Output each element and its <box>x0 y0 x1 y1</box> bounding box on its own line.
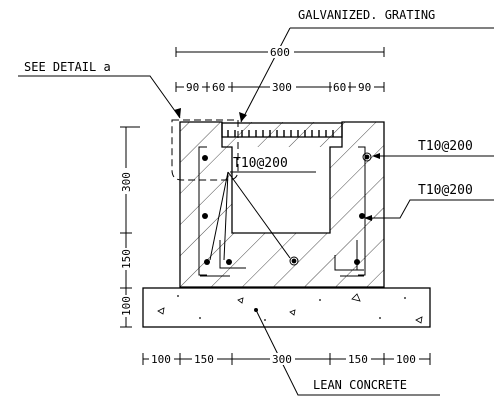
dim-bottom-2: 150 <box>194 353 214 366</box>
concrete-body <box>179 121 385 288</box>
rebar-side-arrowhead <box>364 215 372 221</box>
aggregate-dot <box>319 299 321 301</box>
dim-top-1: 90 <box>186 81 199 94</box>
aggregate-dot <box>264 319 266 321</box>
rebar-dots <box>202 152 372 266</box>
lean-concrete-slab <box>142 287 431 328</box>
reinforcement <box>198 146 366 277</box>
dim-top-5: 90 <box>358 81 371 94</box>
rebar-top-arrowhead <box>372 153 380 159</box>
aggregate-mark <box>415 316 423 324</box>
arrowheads <box>174 108 380 312</box>
rebar-dot <box>291 258 297 264</box>
dim-overall-top: 600 <box>270 46 290 59</box>
aggregate-dot <box>379 317 381 319</box>
dimension-text: 600 90 60 300 60 90 300 150 100 100 150 … <box>119 46 419 366</box>
rebar-dot <box>202 213 208 219</box>
rebar-side-right-leader <box>366 199 494 219</box>
leaders <box>18 27 494 396</box>
grating-leader-line <box>240 27 291 123</box>
labels: GALVANIZED. GRATING SEE DETAIL a T10@200… <box>24 6 473 392</box>
lean-concrete-dot <box>254 308 258 312</box>
rebar-dot-large <box>289 256 299 266</box>
aggregate-dot <box>404 297 406 299</box>
dim-left-3: 100 <box>120 296 133 316</box>
rebar-inner-label: T10@200 <box>233 156 288 171</box>
dim-top-3: 300 <box>272 81 292 94</box>
rebar-inner-right <box>334 255 364 271</box>
dim-top-2: 60 <box>212 81 225 94</box>
aggregate-dot <box>199 317 201 319</box>
see-detail-label: SEE DETAIL a <box>24 60 111 74</box>
grating <box>221 122 343 138</box>
rebar-dot <box>364 154 370 160</box>
concrete-hatch <box>180 122 384 287</box>
rebar-right <box>358 146 366 276</box>
rebar-top-right-label: T10@200 <box>418 139 473 154</box>
rebar-inner-leader-b <box>227 171 291 259</box>
see-detail-leader <box>18 75 181 119</box>
rebar-dot <box>226 259 232 265</box>
dim-left-2: 150 <box>120 249 133 269</box>
aggregate-mark <box>351 293 361 302</box>
aggregate-mark <box>237 297 244 304</box>
rebar-dot <box>202 155 208 161</box>
aggregate-mark <box>289 309 296 316</box>
dim-top-4: 60 <box>333 81 346 94</box>
lean-concrete-label: LEAN CONCRETE <box>313 378 407 392</box>
aggregate-mark <box>157 307 165 315</box>
rebar-dot <box>359 213 365 219</box>
dim-left-1: 300 <box>120 172 133 192</box>
dim-bottom-4: 150 <box>348 353 368 366</box>
rebar-inner-leader-a <box>209 171 229 261</box>
rebar-inner-leader-c <box>223 171 229 261</box>
grating-label: GALVANIZED. GRATING <box>298 8 435 22</box>
rebar-dot <box>354 259 360 265</box>
dim-bottom-1: 100 <box>151 353 171 366</box>
see-detail-arrowhead <box>174 108 181 118</box>
dim-bottom-3: 300 <box>272 353 292 366</box>
rebar-inner-left <box>219 240 246 269</box>
rebar-dot-large <box>362 152 372 162</box>
dim-bottom-5: 100 <box>396 353 416 366</box>
grating-arrowhead <box>239 112 247 122</box>
rebar-left <box>198 146 207 276</box>
grating-bars <box>227 130 334 137</box>
lean-concrete-leader <box>255 309 440 396</box>
rebar-side-right-label: T10@200 <box>418 183 473 198</box>
rebar-dot <box>204 259 210 265</box>
aggregate-dot <box>177 295 179 297</box>
